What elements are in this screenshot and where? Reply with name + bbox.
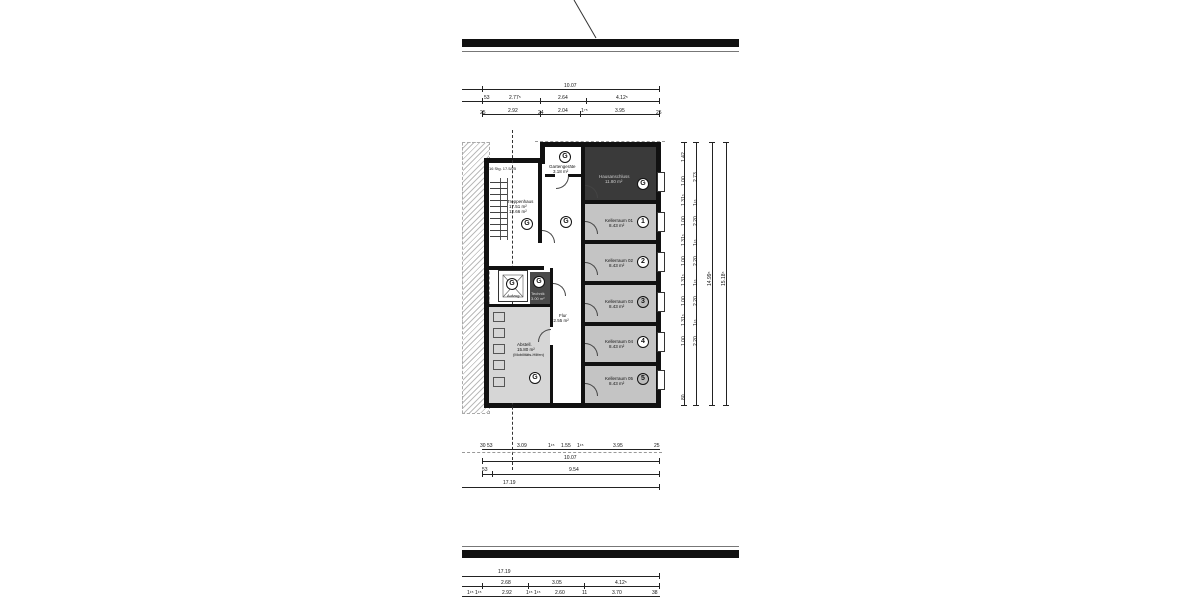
window: [657, 292, 665, 312]
room-badge: 1: [637, 216, 649, 228]
room-badge: 3: [637, 296, 649, 308]
room-hausanschluss: Hausanschluss 11.80 m² G: [585, 147, 656, 200]
wall-bottom: [484, 403, 661, 408]
window: [657, 332, 665, 352]
floor-plan-drawing: 10.07 53 2.77⁵ 2.64 4.12⁵ 2.92 2.04 1⁷⁵ …: [460, 0, 740, 600]
room-kellerraum-05: Kellerraum 05 8.43 m² 5: [585, 366, 656, 403]
section-bar-top: [462, 39, 739, 47]
room-badge: G: [521, 218, 533, 230]
door: [556, 176, 569, 189]
wall-top: [540, 142, 660, 147]
room-treppenhaus: 16 Stg. 17.5/25 Treppenhaus 17.51 m² 12.…: [489, 163, 540, 267]
room-badge: G: [637, 178, 649, 190]
room-gartengeraete: G Gartengeräte 3.18 m²: [545, 147, 583, 175]
wall-left: [484, 158, 489, 408]
window: [657, 370, 665, 390]
room-badge: G: [533, 276, 545, 288]
door: [553, 283, 566, 296]
room-badge: G: [506, 278, 518, 290]
wall-top-stair: [484, 158, 544, 163]
room-badge: G: [559, 151, 571, 163]
room-kellerraum-03: Kellerraum 03 8.43 m² 3: [585, 285, 656, 322]
room-badge: G: [529, 372, 541, 384]
door: [542, 230, 555, 243]
room-badge: 2: [637, 256, 649, 268]
room-aufzug: G Aufzug: [498, 270, 528, 302]
room-abstell: Abstell. 15.80 m² (Mobilitäts-Hilfen) G: [489, 307, 550, 403]
section-line: [573, 0, 597, 39]
room-badge: 5: [637, 373, 649, 385]
room-kellerraum-01: Kellerraum 01 8.43 m² 1: [585, 204, 656, 240]
room-kellerraum-04: Kellerraum 04 8.43 m² 4: [585, 326, 656, 362]
wall-right: [656, 142, 661, 408]
room-technik: G Technik 3.00 m²: [530, 272, 550, 304]
section-line-top: [462, 51, 739, 52]
room-badge: 4: [637, 336, 649, 348]
window: [657, 172, 665, 192]
window: [657, 252, 665, 272]
window: [657, 212, 665, 232]
room-kellerraum-02: Kellerraum 02 8.43 m² 2: [585, 244, 656, 281]
room-badge-flur-top: G: [560, 216, 572, 228]
section-bar-bottom: [462, 550, 739, 558]
